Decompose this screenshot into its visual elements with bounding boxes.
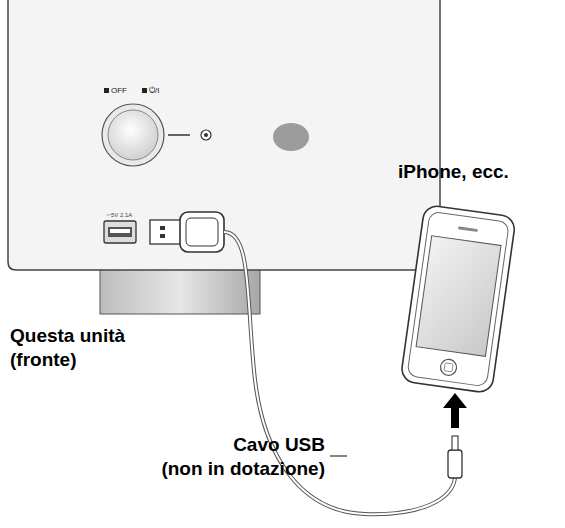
unit-label: Questa unità (fronte) (10, 324, 125, 372)
power-symbol: ⏻/I (149, 86, 159, 95)
usb-rating: ⎓5V 2.1A (106, 212, 132, 219)
switch-off-mark: OFF (111, 86, 127, 95)
cable-label: Cavo USB (non in dotazione) (161, 433, 325, 481)
phone-label: iPhone, ecc. (398, 160, 509, 184)
